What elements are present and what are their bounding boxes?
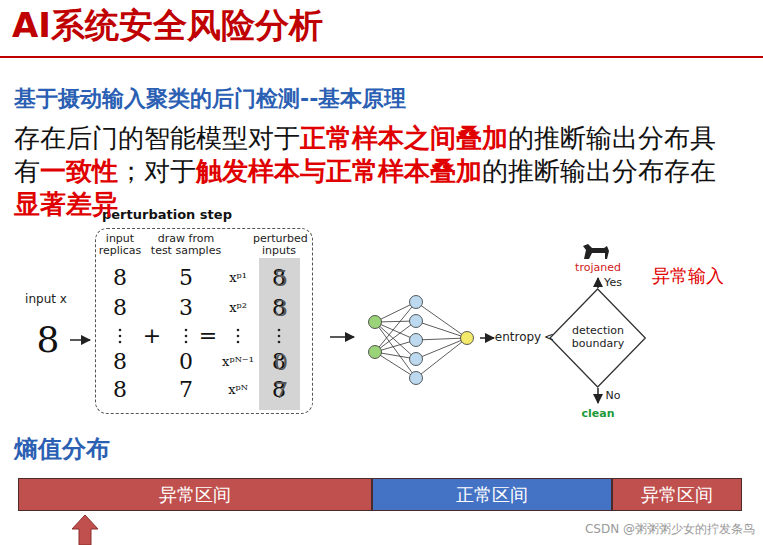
subtitle: 基于摄动输入聚类的后门检测--基本原理 <box>14 86 406 111</box>
range-band: 正常区间 <box>372 478 612 511</box>
slide-title: AI系统安全风险分析 <box>12 6 323 45</box>
weight-label: xᵖᴺ <box>228 383 248 398</box>
network-arrow <box>330 336 354 338</box>
input-label: input x <box>25 293 67 307</box>
yes-arrow <box>597 278 599 288</box>
diamond-label: detection boundary <box>568 325 628 350</box>
weight-label: xᵖ¹ <box>229 271 247 286</box>
perturbed-digit: 5 <box>274 266 288 291</box>
sample-digit: 5 <box>179 265 193 290</box>
plus-sign: + <box>143 323 161 348</box>
sample-digit: 0 <box>179 349 193 374</box>
perturbed-digit: 3 <box>274 296 288 321</box>
body-text: 存在后门的智能模型对于 <box>14 123 300 153</box>
replica-digit: 8 <box>113 265 127 290</box>
result-label: trojaned <box>575 262 621 275</box>
column-header: input replicas <box>94 233 146 257</box>
paragraph: 存在后门的智能模型对于正常样本之间叠加的推断输出分布具有一致性；对于触发样本与正… <box>14 122 726 221</box>
replica-digit: 8 <box>113 349 127 374</box>
band-label: 异常区间 <box>641 483 713 507</box>
branch-label: Yes <box>604 277 622 290</box>
entropy-label: entropy <box>495 331 541 345</box>
weight-label: xᵖ² <box>229 301 247 316</box>
compare-sign: < <box>544 331 554 345</box>
pointer-arrow <box>72 515 98 545</box>
highlight-text: 触发样本与正常样本叠加 <box>196 156 482 186</box>
title-rule <box>0 56 763 58</box>
decision-diamond: detection boundary <box>549 288 646 388</box>
no-arrow <box>597 388 599 403</box>
perturbed-digit: 7 <box>274 378 288 403</box>
weight-label: xᵖᴺ⁻¹ <box>222 355 254 370</box>
band-label: 正常区间 <box>456 483 528 507</box>
equals-sign: = <box>199 323 217 348</box>
replica-digit: 8 <box>113 295 127 320</box>
body-text: 的推断输出分布存在 <box>482 156 716 186</box>
column-header: draw from test samples <box>150 233 222 257</box>
callout-text: 异常输入 <box>652 266 724 287</box>
sample-digit: 7 <box>179 377 193 402</box>
range-band: 异常区间 <box>612 478 742 511</box>
highlight-text: 一致性 <box>40 156 118 186</box>
shaded-column <box>259 258 300 410</box>
highlight-text: 显著差异 <box>14 189 118 219</box>
perturbed-digit: 0 <box>274 350 288 375</box>
highlight-text: 正常样本之间叠加 <box>300 123 508 153</box>
box-heading: perturbation step <box>102 207 232 222</box>
sample-digit: 3 <box>179 295 193 320</box>
input-digit: 8 <box>37 319 60 360</box>
section-heading: 熵值分布 <box>14 436 110 464</box>
entropy-arrow <box>480 337 494 339</box>
column-header: perturbed inputs <box>253 233 305 257</box>
input-arrow <box>70 339 90 341</box>
band-label: 异常区间 <box>159 483 231 507</box>
watermark: CSDN @粥粥粥少女的拧发条鸟 <box>585 523 755 537</box>
branch-label: No <box>606 390 621 403</box>
result-label: clean <box>581 408 614 421</box>
neural-network <box>369 296 474 385</box>
horse-icon <box>583 244 609 259</box>
body-text: ；对于 <box>118 156 196 186</box>
replica-digit: 8 <box>113 377 127 402</box>
range-band: 异常区间 <box>18 478 372 511</box>
